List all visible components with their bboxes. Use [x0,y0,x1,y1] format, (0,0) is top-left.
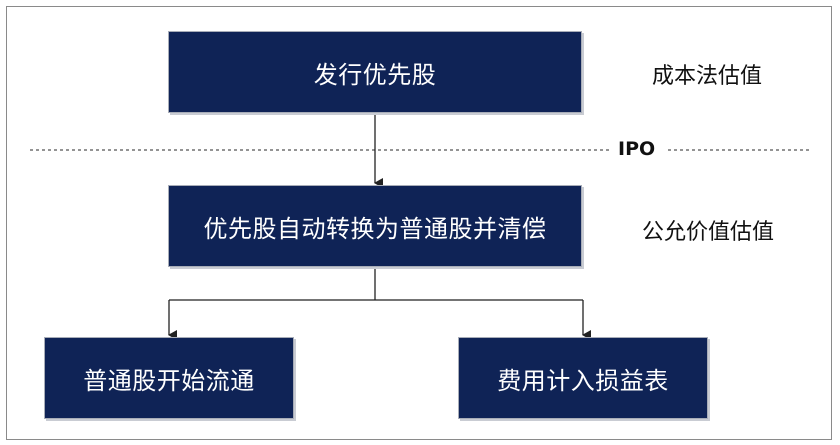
ipo-label: IPO [612,138,662,160]
expense-income-box: 费用计入损益表 [458,337,708,419]
fair-value-label: 公允价值估值 [642,220,775,245]
auto-convert-box: 优先股自动转换为普通股并清偿 [168,185,582,267]
issue-preferred-box: 发行优先股 [168,31,582,113]
common-circulate-box: 普通股开始流通 [44,337,294,419]
cost-method-label: 成本法估值 [652,64,763,89]
